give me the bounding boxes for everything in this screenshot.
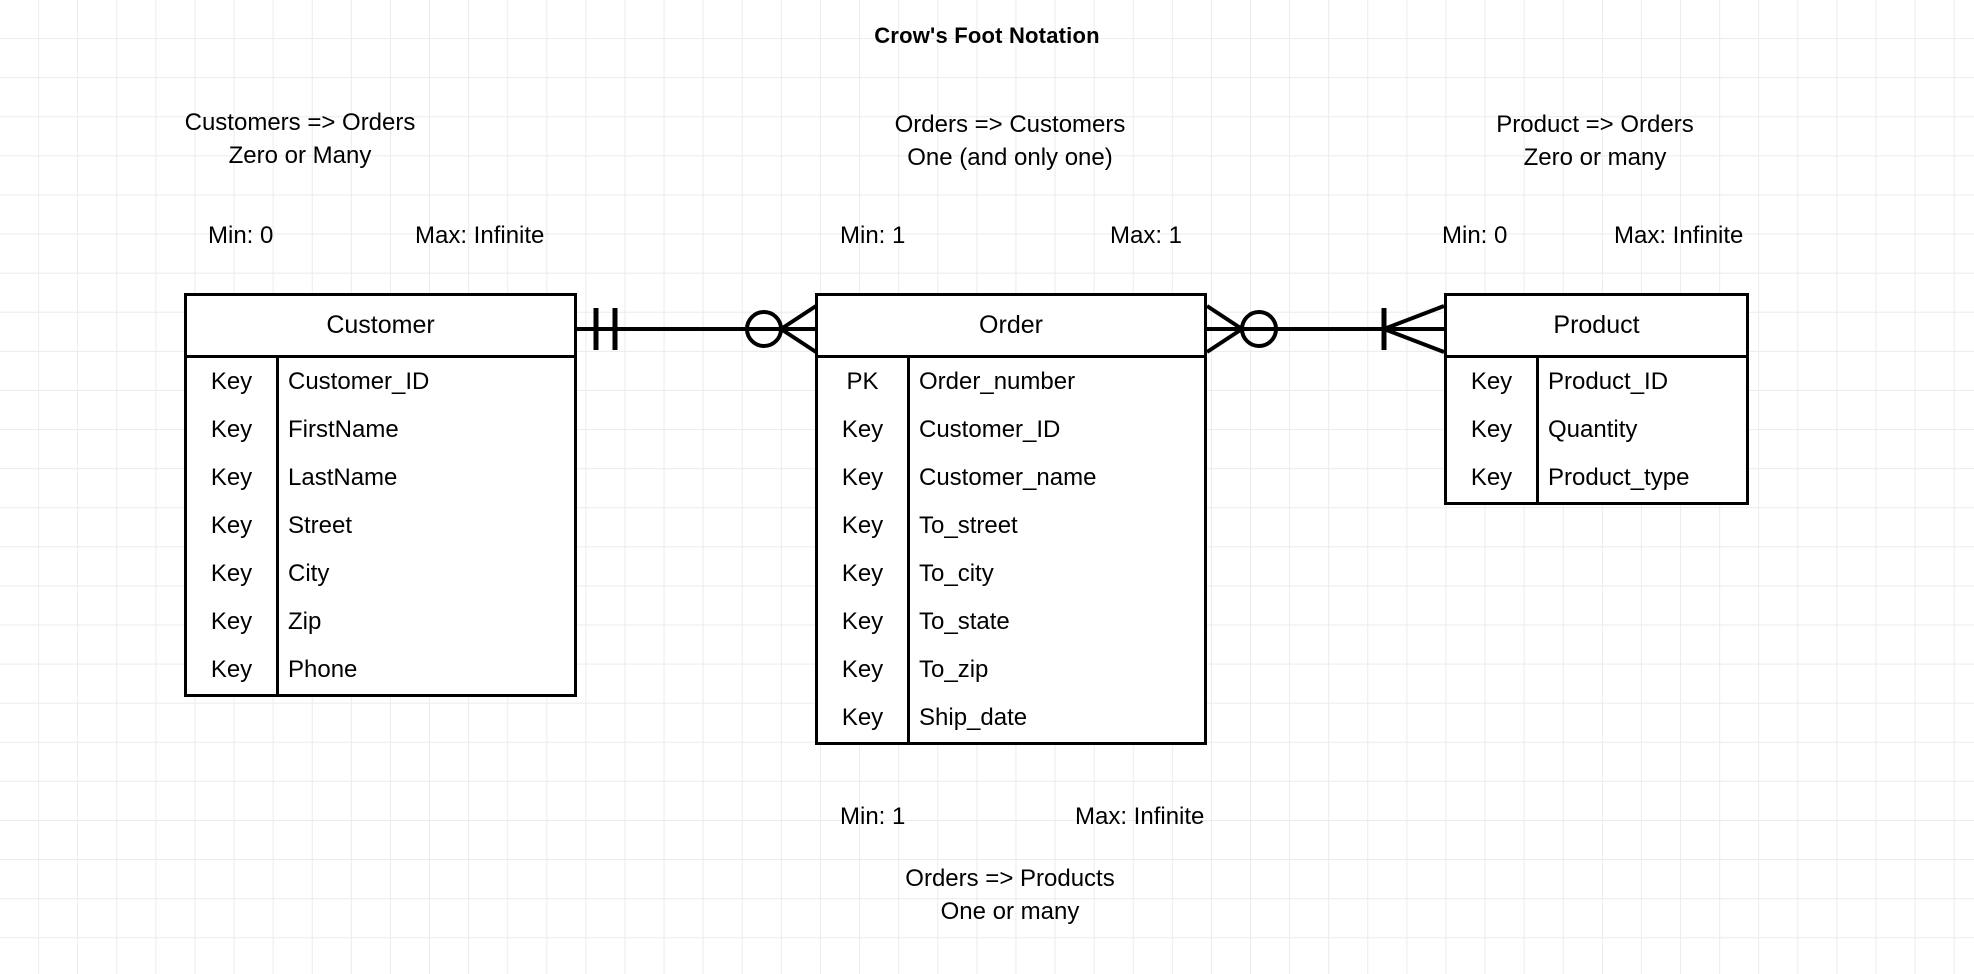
attribute-key: Key bbox=[210, 656, 253, 683]
attribute-key: Key bbox=[1470, 368, 1513, 395]
attribute-field: To_zip bbox=[919, 656, 989, 683]
attribute-key: Key bbox=[1470, 464, 1513, 491]
relationship-line1: Product => Orders bbox=[1496, 111, 1694, 138]
entity-order-title: Order bbox=[818, 296, 1204, 358]
attribute-key: Key bbox=[210, 416, 253, 443]
crowsfoot-upper-prong-icon bbox=[779, 304, 818, 331]
attribute-key: Key bbox=[210, 608, 253, 635]
min-label-orders-customers: Min: 1 bbox=[840, 222, 906, 249]
attribute-field: Quantity bbox=[1548, 416, 1638, 443]
crowsfoot-lower-prong-icon bbox=[1205, 327, 1244, 354]
max-label-orders-products: Max: Infinite bbox=[1075, 803, 1205, 830]
zero-optional-circle-icon bbox=[1240, 310, 1278, 348]
relationship-line2: Zero or many bbox=[1523, 144, 1667, 171]
attribute-field: To_state bbox=[919, 608, 1010, 635]
attribute-field: City bbox=[288, 560, 330, 587]
relationship-line2: One (and only one) bbox=[907, 144, 1113, 171]
min-label-customers-orders: Min: 0 bbox=[208, 222, 274, 249]
relationship-label-orders-customers: Orders => Customers One (and only one) bbox=[840, 108, 1180, 174]
crowsfoot-upper-prong-icon bbox=[1383, 304, 1445, 331]
attribute-field: LastName bbox=[288, 464, 398, 491]
page-title: Crow's Foot Notation bbox=[874, 23, 1100, 48]
attribute-key: Key bbox=[841, 656, 884, 683]
crowsfoot-lower-prong-icon bbox=[779, 327, 818, 354]
attribute-field: Street bbox=[288, 512, 353, 539]
entity-product-title: Product bbox=[1447, 296, 1746, 358]
relationship-line2: One or many bbox=[940, 898, 1080, 925]
attribute-field: Customer_ID bbox=[919, 416, 1061, 443]
attribute-key: Key bbox=[841, 560, 884, 587]
attribute-key: Key bbox=[841, 512, 884, 539]
attribute-field: Customer_name bbox=[919, 464, 1097, 491]
relationship-line1: Orders => Products bbox=[905, 865, 1115, 892]
attribute-key: Key bbox=[841, 416, 884, 443]
min-label-orders-products: Min: 1 bbox=[840, 803, 906, 830]
relationship-label-customers-orders: Customers => Orders Zero or Many bbox=[130, 106, 470, 172]
attribute-key: Key bbox=[841, 704, 884, 731]
max-label-product-orders: Max: Infinite bbox=[1614, 222, 1744, 249]
attribute-key: Key bbox=[1470, 416, 1513, 443]
min-label-product-orders: Min: 0 bbox=[1442, 222, 1508, 249]
attribute-field: Ship_date bbox=[919, 704, 1028, 731]
crowsfoot-lower-prong-icon bbox=[1383, 327, 1445, 354]
attribute-key: Key bbox=[210, 512, 253, 539]
attribute-key: Key bbox=[841, 608, 884, 635]
attribute-field: Product_ID bbox=[1548, 368, 1669, 395]
connector-customer-order bbox=[577, 304, 818, 354]
attribute-key: Key bbox=[210, 560, 253, 587]
attribute-field: To_city bbox=[919, 560, 994, 587]
max-label-customers-orders: Max: Infinite bbox=[415, 222, 545, 249]
attribute-field: Zip bbox=[288, 608, 322, 635]
attribute-field: Order_number bbox=[919, 368, 1076, 395]
relationship-label-product-orders: Product => Orders Zero or many bbox=[1425, 108, 1765, 174]
attribute-key: Key bbox=[841, 464, 884, 491]
relationship-line1: Orders => Customers bbox=[894, 111, 1126, 138]
crowsfoot-upper-prong-icon bbox=[1205, 304, 1244, 331]
attribute-field: FirstName bbox=[288, 416, 399, 443]
attribute-field: Phone bbox=[288, 656, 358, 683]
relationship-line2: Zero or Many bbox=[228, 142, 372, 169]
attribute-field: Product_type bbox=[1548, 464, 1690, 491]
relationship-line1: Customers => Orders bbox=[184, 109, 416, 136]
relationship-label-orders-products: Orders => Products One or many bbox=[840, 862, 1180, 928]
attribute-key: PK bbox=[846, 368, 879, 395]
attribute-key: Key bbox=[210, 368, 253, 395]
entity-customer-title: Customer bbox=[187, 296, 574, 358]
attribute-field: Customer_ID bbox=[288, 368, 430, 395]
attribute-key: Key bbox=[210, 464, 253, 491]
connector-order-product bbox=[1205, 304, 1446, 354]
attribute-field: To_street bbox=[919, 512, 1018, 539]
max-label-orders-customers: Max: 1 bbox=[1110, 222, 1183, 249]
